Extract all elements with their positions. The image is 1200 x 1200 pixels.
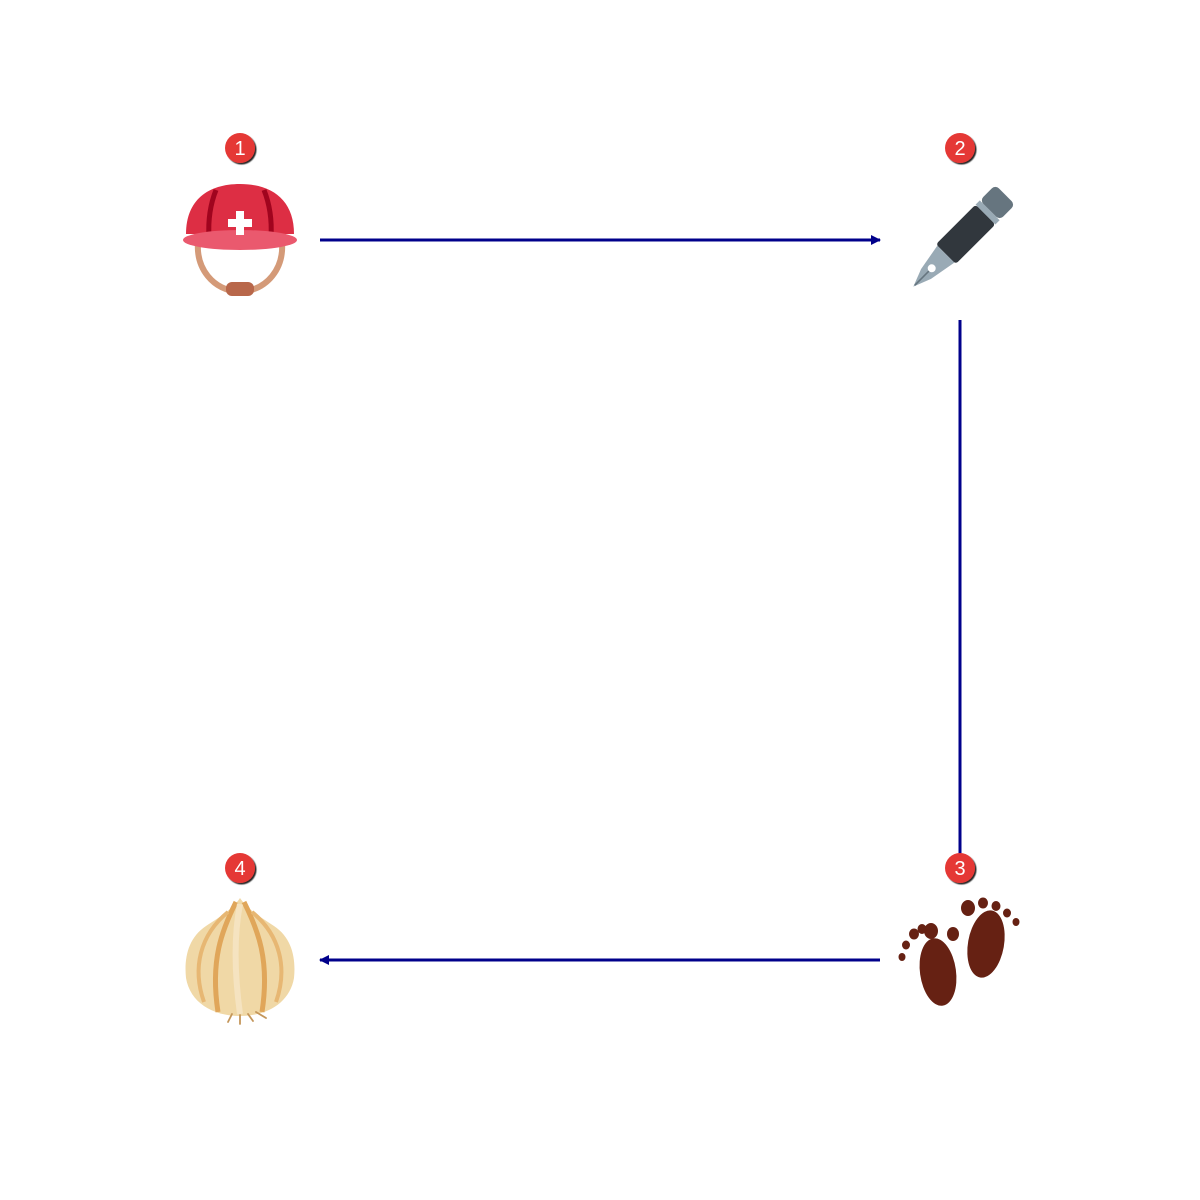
badge-number: 1: [234, 138, 245, 160]
badge-number: 4: [234, 858, 245, 880]
fountain-pen-icon: [913, 186, 1014, 287]
step-badge: 1: [225, 133, 255, 163]
rescue-worker-helmet-icon: [183, 184, 297, 296]
node-2: 2: [913, 133, 1014, 287]
badge-number: 2: [954, 138, 965, 160]
node-4: 4: [185, 853, 295, 1025]
badge-number: 3: [954, 858, 965, 880]
node-1: 1: [183, 133, 297, 296]
footprints-icon: [898, 897, 1020, 1006]
step-badge: 3: [945, 853, 975, 883]
step-badge: 4: [225, 853, 255, 883]
step-badge: 2: [945, 133, 975, 163]
node-3: 3: [898, 853, 1020, 1006]
onion-icon: [185, 898, 295, 1025]
